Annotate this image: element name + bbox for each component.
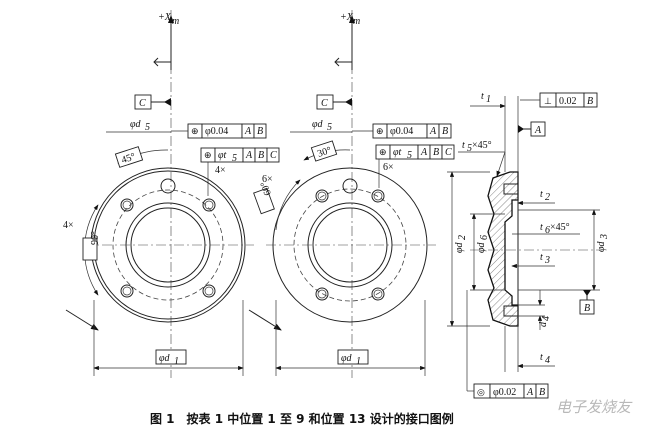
right-d4-label: d: [538, 321, 549, 327]
left-d1-label: φd: [159, 353, 171, 364]
svg-text:φ0.02: φ0.02: [493, 387, 516, 398]
svg-text:5: 5: [407, 150, 412, 161]
watermark: 电子发烧友: [556, 398, 633, 416]
svg-text:1: 1: [356, 356, 361, 367]
svg-text:3: 3: [599, 234, 610, 240]
middle-position-tolerance-frame: ⊕ φ0.04 A B: [372, 123, 452, 139]
right-chamfer-top: t: [462, 140, 465, 151]
middle-bolt-holes: [315, 178, 385, 301]
right-datum-b-box: [579, 299, 595, 315]
left-position-tolerance-frame: ⊕ φ0.04 A B: [187, 123, 267, 139]
svg-text:5: 5: [327, 122, 332, 133]
middle-datum-c: C: [321, 98, 328, 109]
svg-text:φt: φt: [218, 150, 227, 161]
svg-text:4: 4: [541, 316, 552, 321]
middle-axis-label: +X: [340, 12, 354, 23]
right-datum-a: A: [534, 125, 542, 136]
svg-text:⊕: ⊕: [379, 147, 387, 157]
svg-text:B: B: [257, 126, 263, 137]
left-bolt-holes: [120, 178, 216, 298]
svg-text:5: 5: [232, 153, 237, 164]
svg-text:A: A: [244, 126, 252, 137]
left-hole-count-side: 4×: [63, 220, 74, 231]
left-datum-c: C: [139, 98, 146, 109]
right-d2-label: φd: [454, 241, 465, 253]
svg-text:1: 1: [174, 356, 179, 367]
right-d6-label: φd: [476, 241, 487, 253]
svg-text:×45°: ×45°: [550, 222, 570, 233]
svg-text:B: B: [258, 150, 264, 161]
right-section-profile: [487, 171, 519, 327]
svg-text:2: 2: [457, 235, 468, 240]
svg-text:B: B: [433, 147, 439, 158]
svg-text:C: C: [445, 147, 452, 158]
svg-text:C: C: [270, 150, 277, 161]
middle-hole-count-top: 6×: [383, 162, 394, 173]
right-t2-label: t: [540, 189, 543, 200]
middle-angle-30: 30°: [316, 145, 333, 160]
svg-text:5: 5: [467, 143, 472, 154]
svg-text:m: m: [353, 16, 360, 27]
left-flange-view: +X m C φd 5 ⊕ φ0.04 A B: [63, 10, 280, 378]
right-section-view: t 1 ⊥ 0.02 B A t 5 ×45° t 2 t 6: [447, 91, 610, 399]
right-t1-label: t: [481, 91, 484, 102]
svg-text:A: A: [420, 147, 428, 158]
svg-text:φ0.04: φ0.04: [205, 126, 228, 137]
right-perpendicularity-frame: ⊥ 0.02 B: [539, 92, 598, 108]
left-d5-label: φd: [130, 119, 142, 130]
middle-d5-label: φd: [312, 119, 324, 130]
svg-text:◎: ◎: [477, 387, 485, 397]
right-datum-b: B: [584, 303, 590, 314]
right-t3-label: t: [540, 252, 543, 263]
svg-text:3: 3: [544, 255, 550, 266]
right-chamfer-mid: t: [540, 222, 543, 233]
svg-text:4: 4: [545, 355, 550, 366]
svg-text:1: 1: [486, 94, 491, 105]
middle-angle-60: 60°: [259, 180, 274, 197]
svg-text:×45°: ×45°: [472, 140, 492, 151]
left-angle-90: 90°: [90, 231, 101, 245]
svg-text:A: A: [245, 150, 253, 161]
svg-text:0.02: 0.02: [559, 96, 577, 107]
svg-text:m: m: [172, 16, 179, 27]
middle-hole-position-frame: ⊕ φt 5 A B C: [375, 144, 455, 161]
svg-text:⊥: ⊥: [544, 96, 552, 106]
left-hole-position-frame: ⊕ φt 5 A B C: [200, 147, 280, 164]
svg-text:⊕: ⊕: [204, 150, 212, 160]
svg-text:B: B: [442, 126, 448, 137]
figure-caption: 图 1 按表 1 中位置 1 至 9 和位置 13 设计的接口图例: [150, 411, 454, 426]
right-concentricity-frame: ◎ φ0.02 A B: [473, 383, 549, 399]
svg-text:A: A: [429, 126, 437, 137]
svg-text:2: 2: [545, 192, 550, 203]
svg-text:⊕: ⊕: [376, 126, 384, 136]
svg-text:φt: φt: [393, 147, 402, 158]
svg-text:B: B: [539, 387, 545, 398]
svg-text:5: 5: [145, 122, 150, 133]
svg-text:φ0.04: φ0.04: [390, 126, 413, 137]
middle-hole-count-side: 6×: [262, 174, 273, 185]
left-axis-label: +X: [158, 12, 172, 23]
middle-flange-view: +X m C φd 5 ⊕ φ0.04 A B ⊕ φt: [248, 10, 455, 378]
left-angle-45: 45°: [120, 151, 137, 166]
left-hole-count-top: 4×: [215, 165, 226, 176]
svg-text:⊕: ⊕: [191, 126, 199, 136]
svg-text:A: A: [526, 387, 534, 398]
right-d3-label: φd: [596, 240, 607, 252]
svg-text:6: 6: [479, 235, 490, 240]
left-outer-circle: [90, 167, 246, 323]
middle-d1-label: φd: [341, 353, 353, 364]
svg-text:B: B: [587, 96, 593, 107]
middle-outer-circle: [272, 167, 428, 323]
right-t4-label: t: [540, 352, 543, 363]
svg-text:6: 6: [545, 225, 550, 236]
